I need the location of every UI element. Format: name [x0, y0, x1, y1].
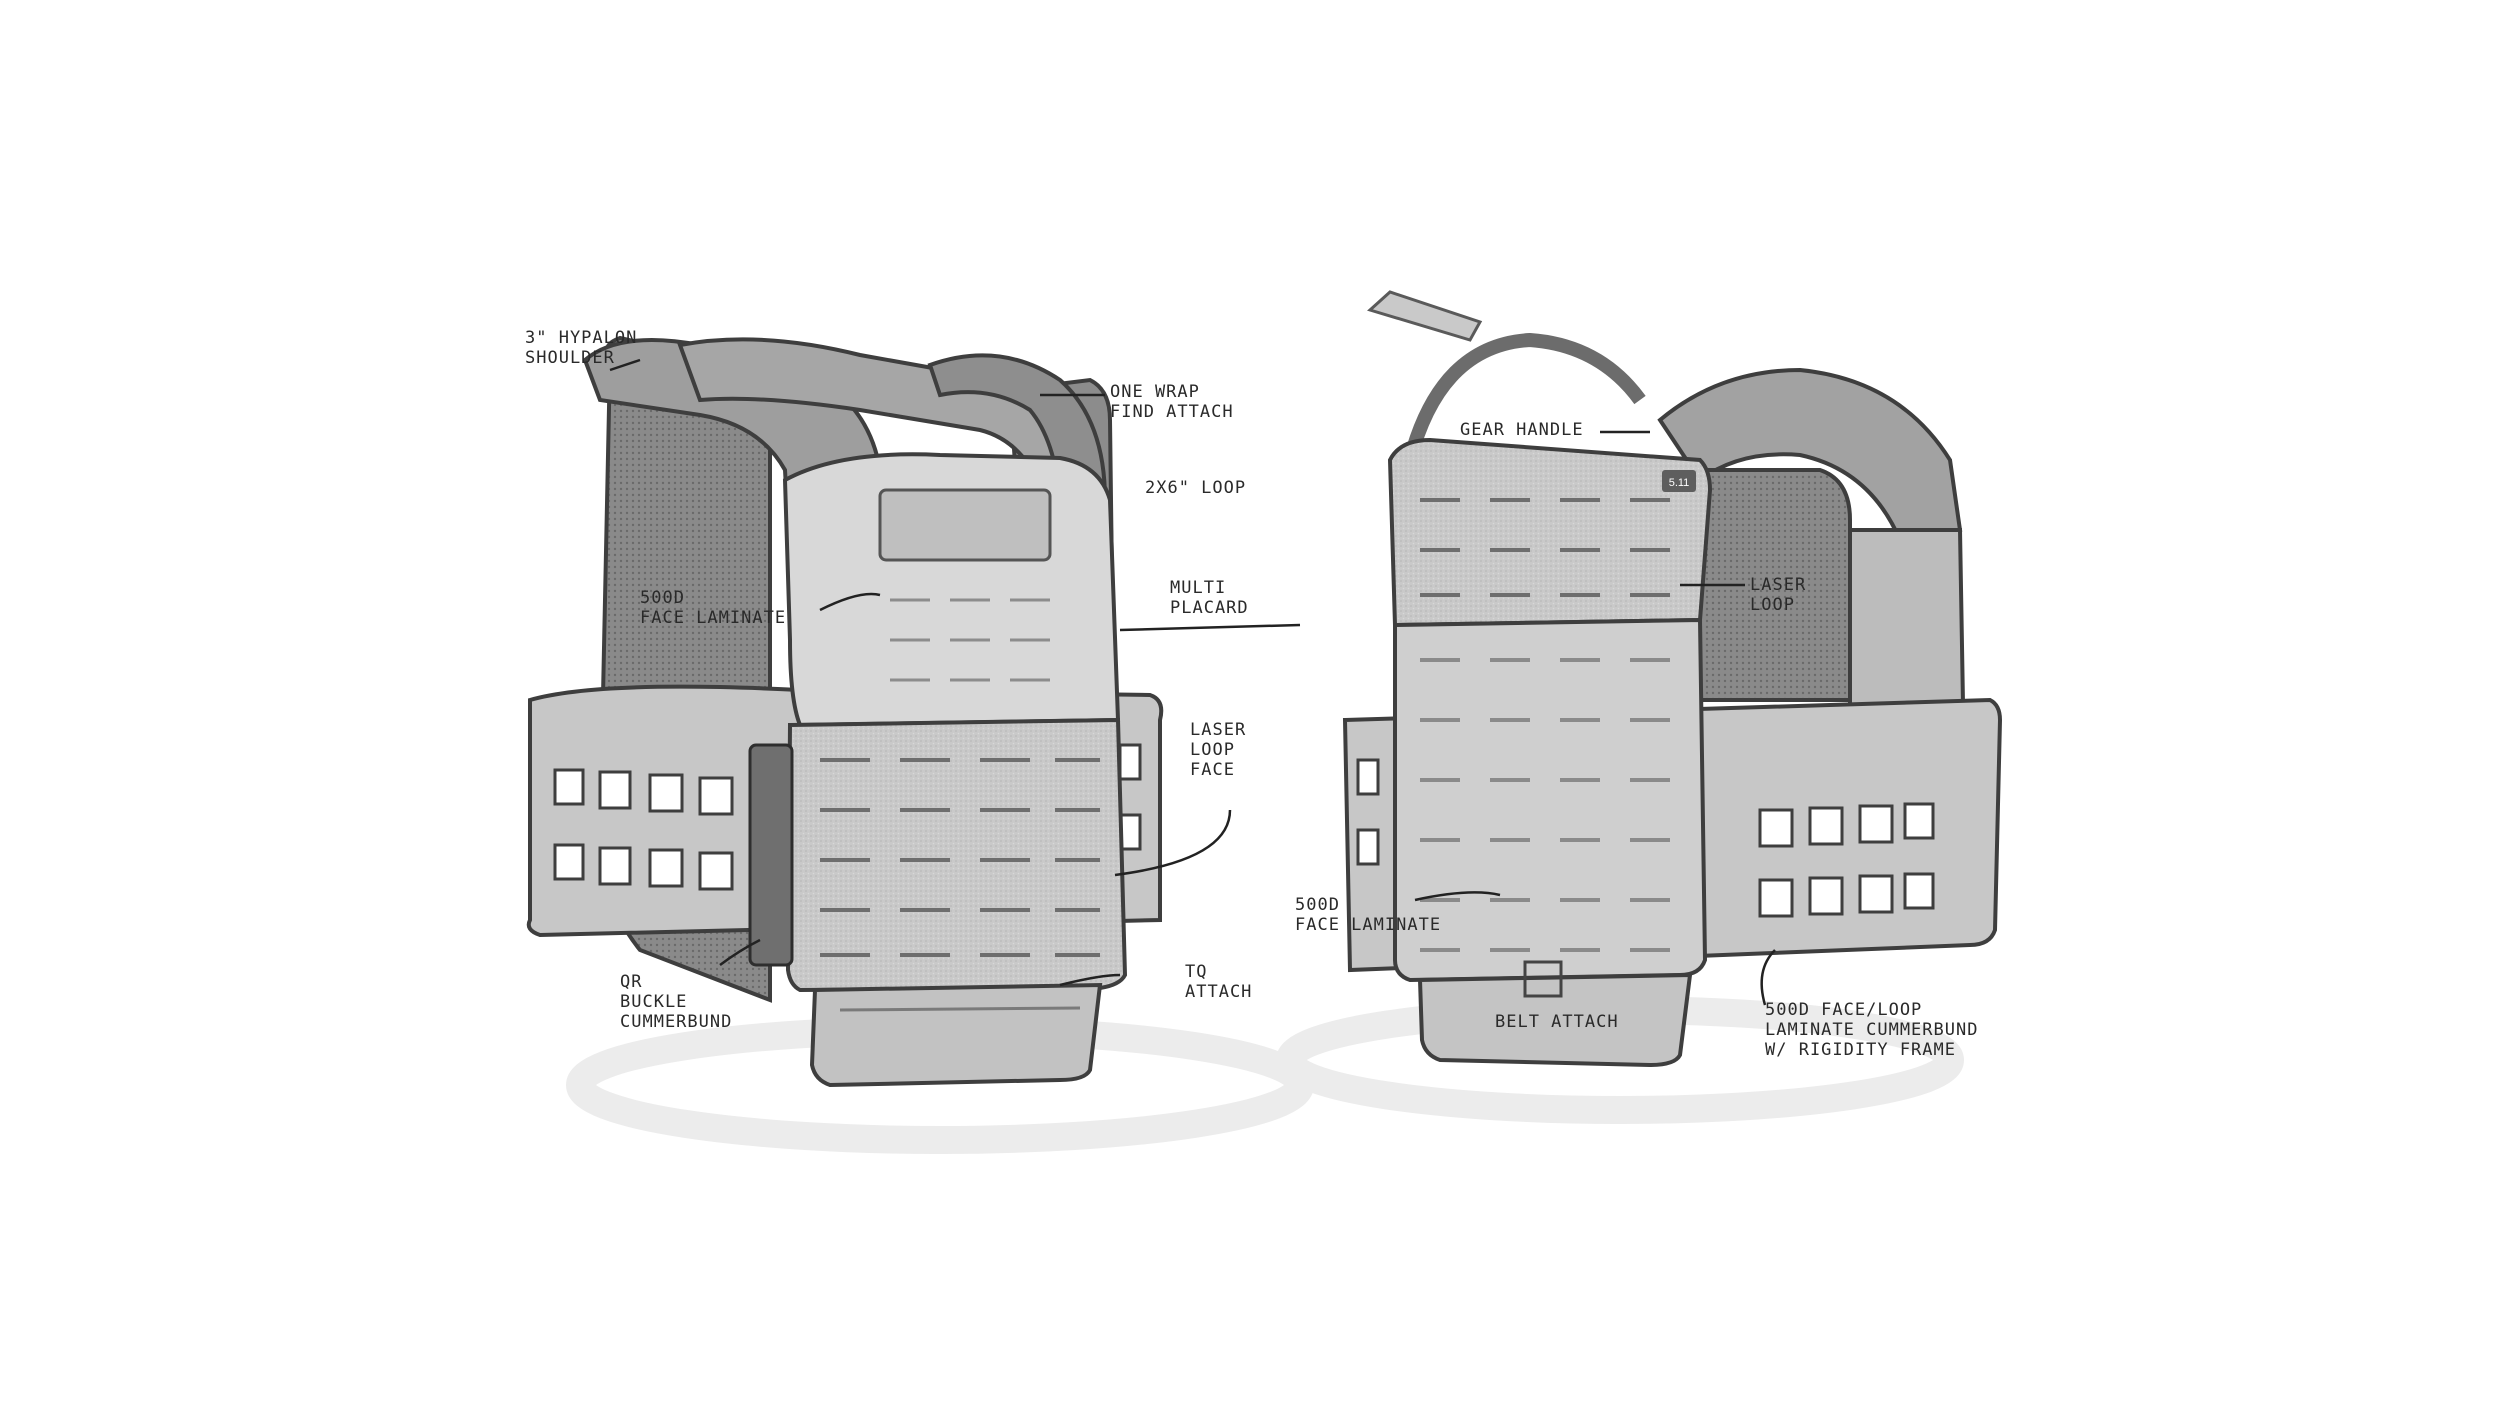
label-qr-buckle: QR BUCKLE CUMMERBUND	[620, 972, 732, 1032]
label-belt-attach-line-1: BELT ATTACH	[1495, 1012, 1619, 1032]
back-logo-text: 5.11	[1669, 477, 1690, 489]
front-loop-panel	[878, 488, 1052, 562]
label-laser-loop-back-line-1: LASER	[1750, 575, 1807, 595]
label-tq-attach: TQ ATTACH	[1185, 962, 1252, 1002]
label-cummerbund-back-line-1: 500D FACE/LOOP	[1765, 1000, 1923, 1020]
back-logo-tag	[1662, 470, 1696, 492]
label-gear-handle: GEAR HANDLE	[1460, 420, 1584, 440]
back-drag-strap	[1367, 290, 1483, 342]
label-laminate-front-line-1: 500D	[640, 588, 685, 608]
label-tq-attach-line-1: TQ	[1185, 962, 1208, 982]
front-qr-buckle	[748, 743, 794, 967]
label-laser-face-line-1: LASER	[1190, 720, 1247, 740]
label-shoulder-line-1: 3" HYPALON	[525, 328, 638, 348]
leader-cummerbund-back	[1760, 949, 1776, 1006]
label-laser-face: LASER LOOP FACE	[1190, 720, 1246, 780]
leader-lines	[609, 358, 1776, 1006]
label-shoulder-line-2: SHOULDER	[525, 348, 615, 368]
label-cummerbund-back-line-3: W/ RIGIDITY FRAME	[1765, 1040, 1956, 1060]
label-laminate-front: 500D FACE LAMINATE	[640, 588, 786, 628]
label-one-wrap-line-2: FIND ATTACH	[1110, 402, 1234, 422]
leader-shoulder	[609, 358, 641, 372]
label-one-wrap: ONE WRAP FIND ATTACH	[1110, 382, 1234, 422]
label-belt-attach: BELT ATTACH	[1495, 1012, 1619, 1032]
leader-laminate-back	[1414, 891, 1501, 902]
back-shoulder-strap	[1657, 367, 1963, 543]
back-plate-lower	[1393, 617, 1708, 983]
label-laser-face-line-2: LOOP	[1190, 740, 1235, 760]
label-qr-buckle-line-1: QR	[620, 972, 643, 992]
label-laminate-back: 500D FACE LAMINATE	[1295, 895, 1441, 935]
front-laser-face-slots	[820, 758, 1100, 957]
back-upper-slots	[1420, 498, 1670, 597]
label-shoulder: 3" HYPALON SHOULDER	[525, 328, 637, 368]
label-laser-loop-back: LASER LOOP	[1750, 575, 1806, 615]
front-cummerbund-windows	[553, 743, 1142, 891]
back-belt-attach-clip	[1523, 960, 1563, 998]
label-laminate-back-line-1: 500D	[1295, 895, 1340, 915]
front-upper-slots	[890, 598, 1050, 682]
label-laser-face-line-3: FACE	[1190, 760, 1235, 780]
label-one-wrap-line-1: ONE WRAP	[1110, 382, 1200, 402]
label-laminate-back-line-2: FACE LAMINATE	[1295, 915, 1442, 935]
label-loop-2x6-line-1: 2X6" LOOP	[1145, 478, 1247, 498]
back-cummerbund-windows	[1356, 758, 1935, 918]
label-loop-2x6: 2X6" LOOP	[1145, 478, 1246, 498]
label-tq-attach-line-2: ATTACH	[1185, 982, 1253, 1002]
back-belt-attach-flap	[1417, 972, 1693, 1068]
front-vest	[526, 335, 1314, 1154]
label-gear-handle-line-1: GEAR HANDLE	[1460, 420, 1584, 440]
label-cummerbund-back-line-2: LAMINATE CUMMERBUND	[1765, 1020, 1979, 1040]
back-vest: 5.11	[1276, 290, 2003, 1124]
front-tq-flap	[809, 982, 1103, 1088]
label-qr-buckle-line-2: BUCKLE	[620, 992, 688, 1012]
leader-placard	[1119, 623, 1301, 632]
leader-laminate-front	[819, 592, 881, 612]
back-lower-slots	[1420, 658, 1670, 952]
back-gear-handle	[1403, 332, 1646, 462]
leader-laser-face	[1114, 809, 1232, 877]
label-laser-loop-back-line-2: LOOP	[1750, 595, 1795, 615]
label-laminate-front-line-2: FACE LAMINATE	[640, 608, 787, 628]
back-plate-upper	[1387, 437, 1713, 628]
label-qr-buckle-line-3: CUMMERBUND	[620, 1012, 733, 1032]
label-placard: MULTI PLACARD	[1170, 578, 1249, 618]
leader-qr-buckle	[719, 938, 761, 967]
label-cummerbund-back: 500D FACE/LOOP LAMINATE CUMMERBUND W/ RI…	[1765, 1000, 1978, 1060]
label-placard-line-1: MULTI	[1170, 578, 1227, 598]
leader-tq-attach	[1059, 973, 1121, 987]
label-placard-line-2: PLACARD	[1170, 598, 1249, 618]
